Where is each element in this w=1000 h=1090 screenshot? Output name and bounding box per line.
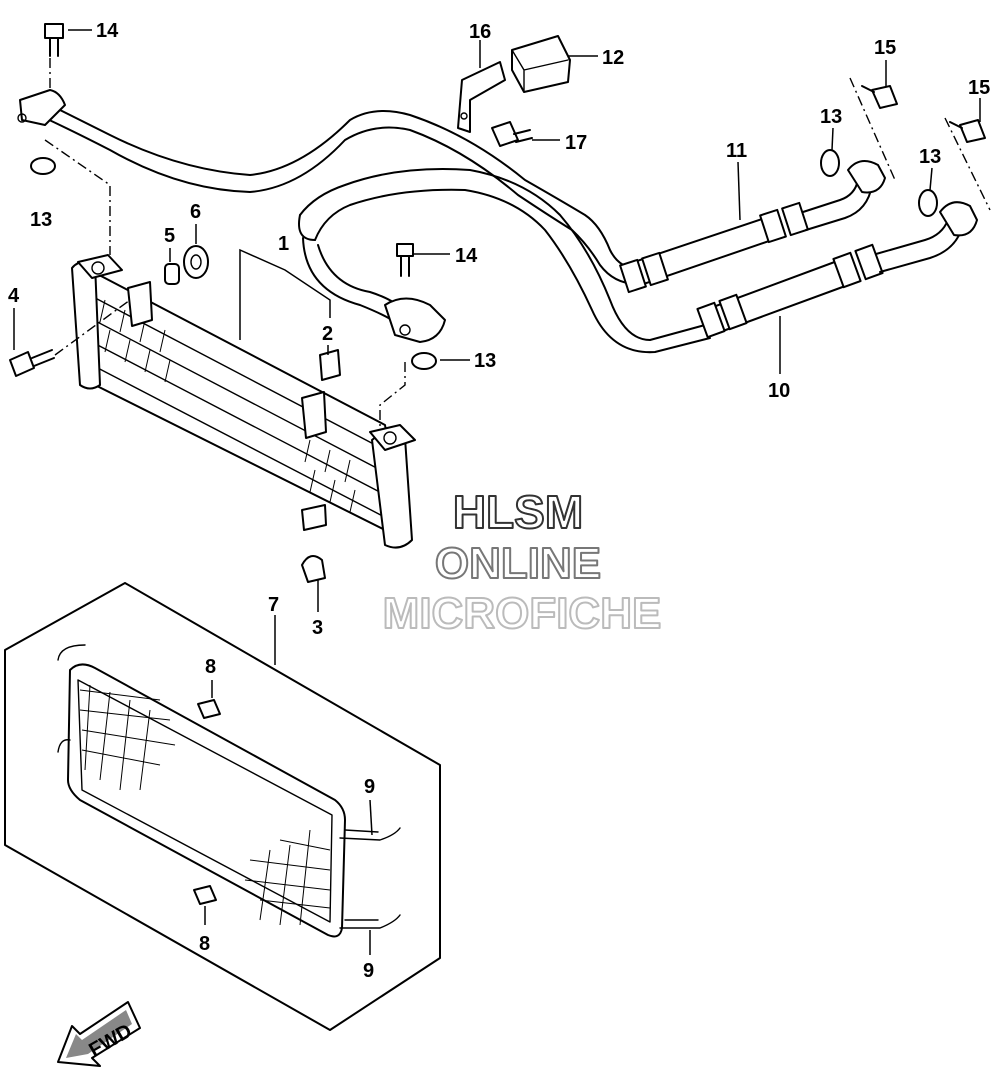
callout-16: 16 [469,21,491,43]
o-ring-13a[interactable] [30,157,56,175]
watermark-line-1: HLSM [453,486,583,538]
callout-8: 8 [205,656,216,678]
grommet-6[interactable] [183,245,209,279]
bracket-16[interactable] [457,61,506,133]
bolt-15b[interactable] [949,119,986,143]
watermark-line-3: MICROFICHE [383,589,662,638]
collar-5[interactable] [164,263,180,285]
callout-13: 13 [474,350,496,372]
callout-4: 4 [8,285,20,307]
bolt-14a[interactable] [44,23,64,57]
oil-line-10[interactable] [298,168,978,354]
rubber-8b[interactable] [193,885,217,905]
bolt-14b[interactable] [396,243,414,277]
callout-14: 14 [455,245,478,267]
callout-9: 9 [364,776,375,798]
callout-2: 2 [322,323,333,345]
o-ring-13d[interactable] [918,189,938,217]
callout-3: 3 [312,617,323,639]
callout-15: 15 [874,37,896,59]
oil-line-11[interactable] [39,99,886,294]
callout-labels: 14 16 12 17 15 15 13 13 13 13 11 10 14 6… [8,20,990,982]
leader-lines [13,29,991,955]
o-ring-13c[interactable] [820,149,840,177]
cushion-12[interactable] [511,35,571,93]
callout-1: 1 [278,233,289,255]
o-ring-13b[interactable] [411,352,437,370]
fitting-upper-left [17,89,66,126]
callout-17: 17 [565,132,587,154]
bolt-17[interactable] [491,121,533,147]
watermark-line-2: ONLINE [435,539,601,588]
callout-6: 6 [190,201,201,223]
clip-2[interactable] [319,349,341,381]
callout-15: 15 [968,77,990,99]
spring-9b[interactable] [339,914,401,929]
callout-7: 7 [268,594,279,616]
clip-3[interactable] [301,555,326,583]
callout-9: 9 [363,960,374,982]
callout-11: 11 [726,140,747,162]
callout-14: 14 [96,20,119,42]
rubber-8a[interactable] [197,699,221,719]
callout-13: 13 [919,146,941,168]
callout-12: 12 [602,47,624,69]
oil-cooler[interactable] [71,254,416,549]
callout-13: 13 [30,209,52,231]
watermark: HLSM ONLINE MICROFICHE [382,485,663,639]
callout-5: 5 [164,225,175,247]
bolt-15a[interactable] [861,85,898,109]
guard-frame-box [4,582,441,1031]
spring-9a[interactable] [339,827,401,841]
callout-8: 8 [199,933,210,955]
callout-13: 13 [820,106,842,128]
fwd-arrow: FWD [57,1001,141,1067]
bolt-4[interactable] [9,349,55,377]
callout-10: 10 [768,380,790,402]
